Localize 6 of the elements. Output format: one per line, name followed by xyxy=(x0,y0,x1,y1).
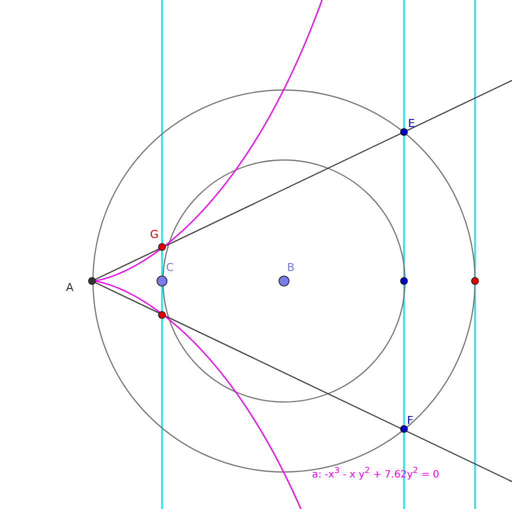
point-label: B xyxy=(287,262,295,273)
point-label: F xyxy=(407,415,414,426)
point-label: C xyxy=(166,262,174,273)
point-label: E xyxy=(408,118,415,129)
point-label: A xyxy=(66,282,74,293)
point-label: G xyxy=(150,229,159,240)
